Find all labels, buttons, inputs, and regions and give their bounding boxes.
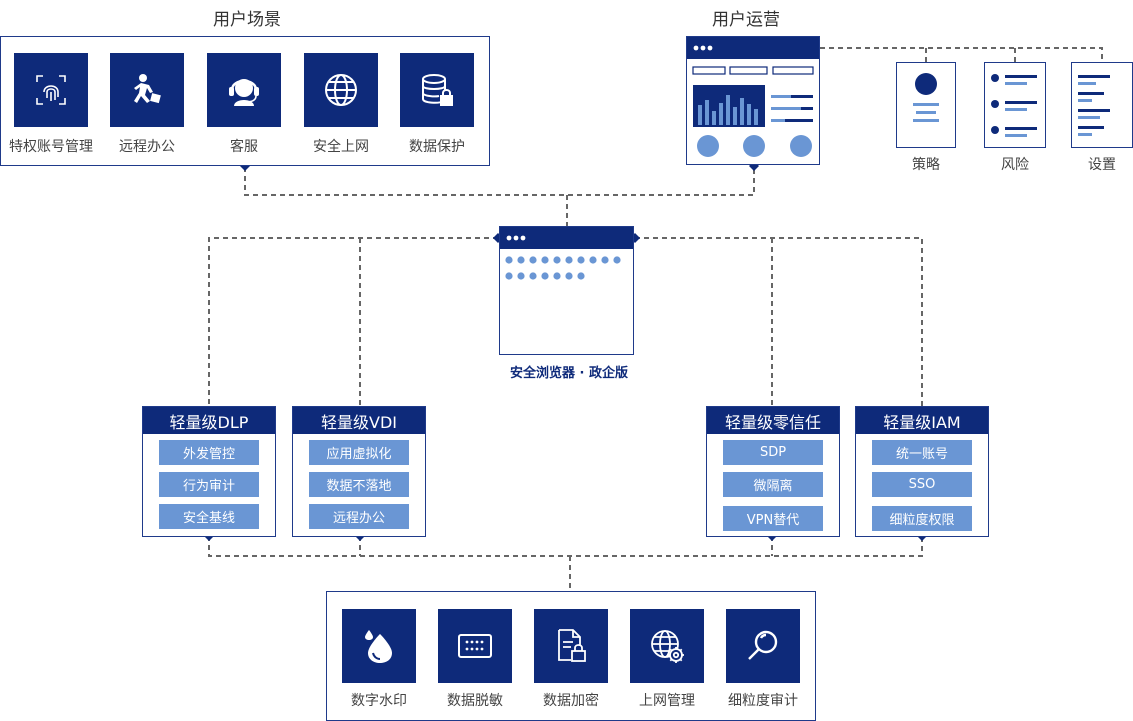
module-vdi-item-remote-work[interactable]: 远程办公 bbox=[309, 504, 409, 529]
globe-icon bbox=[304, 53, 378, 127]
scenarios-title: 用户场景 bbox=[213, 10, 281, 30]
module-iam[interactable]: 轻量级IAM 统一账号 SSO 细粒度权限 bbox=[855, 406, 989, 537]
scenario-label-customer-service: 客服 bbox=[230, 139, 258, 155]
database-lock-icon bbox=[400, 53, 474, 127]
module-iam-item-fine-grained-permission[interactable]: 细粒度权限 bbox=[872, 506, 972, 531]
scenario-label-secure-internet: 安全上网 bbox=[313, 139, 369, 155]
scenario-remote-work[interactable] bbox=[110, 53, 184, 127]
module-vdi-item-data-not-landing[interactable]: 数据不落地 bbox=[309, 472, 409, 497]
ops-card-policy[interactable] bbox=[896, 62, 956, 148]
ops-label-risk: 风险 bbox=[1001, 157, 1029, 173]
capability-data-masking[interactable] bbox=[438, 609, 512, 683]
headset-icon bbox=[207, 53, 281, 127]
secure-browser-window[interactable] bbox=[499, 226, 634, 355]
module-dlp-item-behavior-audit[interactable]: 行为审计 bbox=[159, 472, 259, 497]
capability-label-internet-management: 上网管理 bbox=[639, 693, 695, 709]
capability-fine-grained-audit[interactable] bbox=[726, 609, 800, 683]
watermark-drop-icon bbox=[342, 609, 416, 683]
ops-card-risk[interactable] bbox=[984, 62, 1046, 148]
capability-label-data-encryption: 数据加密 bbox=[543, 693, 599, 709]
capability-internet-management[interactable] bbox=[630, 609, 704, 683]
browser-illustration bbox=[500, 227, 633, 280]
encrypted-document-icon bbox=[534, 609, 608, 683]
ops-card-settings[interactable] bbox=[1071, 62, 1133, 148]
fingerprint-icon bbox=[14, 53, 88, 127]
secure-browser-caption: 安全浏览器 · 政企版 bbox=[510, 366, 628, 381]
scenario-data-protection[interactable] bbox=[400, 53, 474, 127]
module-iam-item-sso[interactable]: SSO bbox=[872, 472, 972, 497]
module-dlp-title: 轻量级DLP bbox=[143, 407, 275, 434]
globe-gear-icon bbox=[630, 609, 704, 683]
operations-title: 用户运营 bbox=[712, 10, 780, 30]
capability-label-digital-watermark: 数字水印 bbox=[351, 693, 407, 709]
risk-icon bbox=[991, 74, 1037, 137]
capability-data-encryption[interactable] bbox=[534, 609, 608, 683]
scenario-secure-internet[interactable] bbox=[304, 53, 378, 127]
module-dlp-item-security-baseline[interactable]: 安全基线 bbox=[159, 504, 259, 529]
module-iam-item-unified-account[interactable]: 统一账号 bbox=[872, 440, 972, 465]
module-zero-trust-title: 轻量级零信任 bbox=[707, 407, 839, 434]
masked-field-icon bbox=[438, 609, 512, 683]
module-zero-trust-item-vpn-replacement[interactable]: VPN替代 bbox=[723, 506, 823, 531]
module-zero-trust-item-micro-segmentation[interactable]: 微隔离 bbox=[723, 472, 823, 497]
policy-icon bbox=[913, 73, 939, 122]
module-vdi[interactable]: 轻量级VDI 应用虚拟化 数据不落地 远程办公 bbox=[292, 406, 426, 537]
module-zero-trust[interactable]: 轻量级零信任 SDP 微隔离 VPN替代 bbox=[706, 406, 840, 537]
capability-label-fine-grained-audit: 细粒度审计 bbox=[728, 693, 798, 709]
module-iam-title: 轻量级IAM bbox=[856, 407, 988, 434]
capability-digital-watermark[interactable] bbox=[342, 609, 416, 683]
scenario-privileged-account[interactable] bbox=[14, 53, 88, 127]
running-person-icon bbox=[110, 53, 184, 127]
module-vdi-item-app-virtualization[interactable]: 应用虚拟化 bbox=[309, 440, 409, 465]
operations-dashboard[interactable] bbox=[686, 36, 820, 165]
settings-list-icon bbox=[1078, 75, 1110, 136]
module-vdi-title: 轻量级VDI bbox=[293, 407, 425, 434]
capability-label-data-masking: 数据脱敏 bbox=[447, 693, 503, 709]
module-zero-trust-item-sdp[interactable]: SDP bbox=[723, 440, 823, 465]
ops-label-settings: 设置 bbox=[1088, 157, 1116, 173]
module-dlp[interactable]: 轻量级DLP 外发管控 行为审计 安全基线 bbox=[142, 406, 276, 537]
dashboard-illustration bbox=[687, 37, 819, 157]
scenario-label-data-protection: 数据保护 bbox=[409, 139, 465, 155]
scenario-customer-service[interactable] bbox=[207, 53, 281, 127]
scenario-label-privileged-account: 特权账号管理 bbox=[9, 139, 93, 155]
module-dlp-item-outbound-control[interactable]: 外发管控 bbox=[159, 440, 259, 465]
scenario-label-remote-work: 远程办公 bbox=[119, 139, 175, 155]
magnifier-icon bbox=[726, 609, 800, 683]
ops-label-policy: 策略 bbox=[912, 157, 940, 173]
